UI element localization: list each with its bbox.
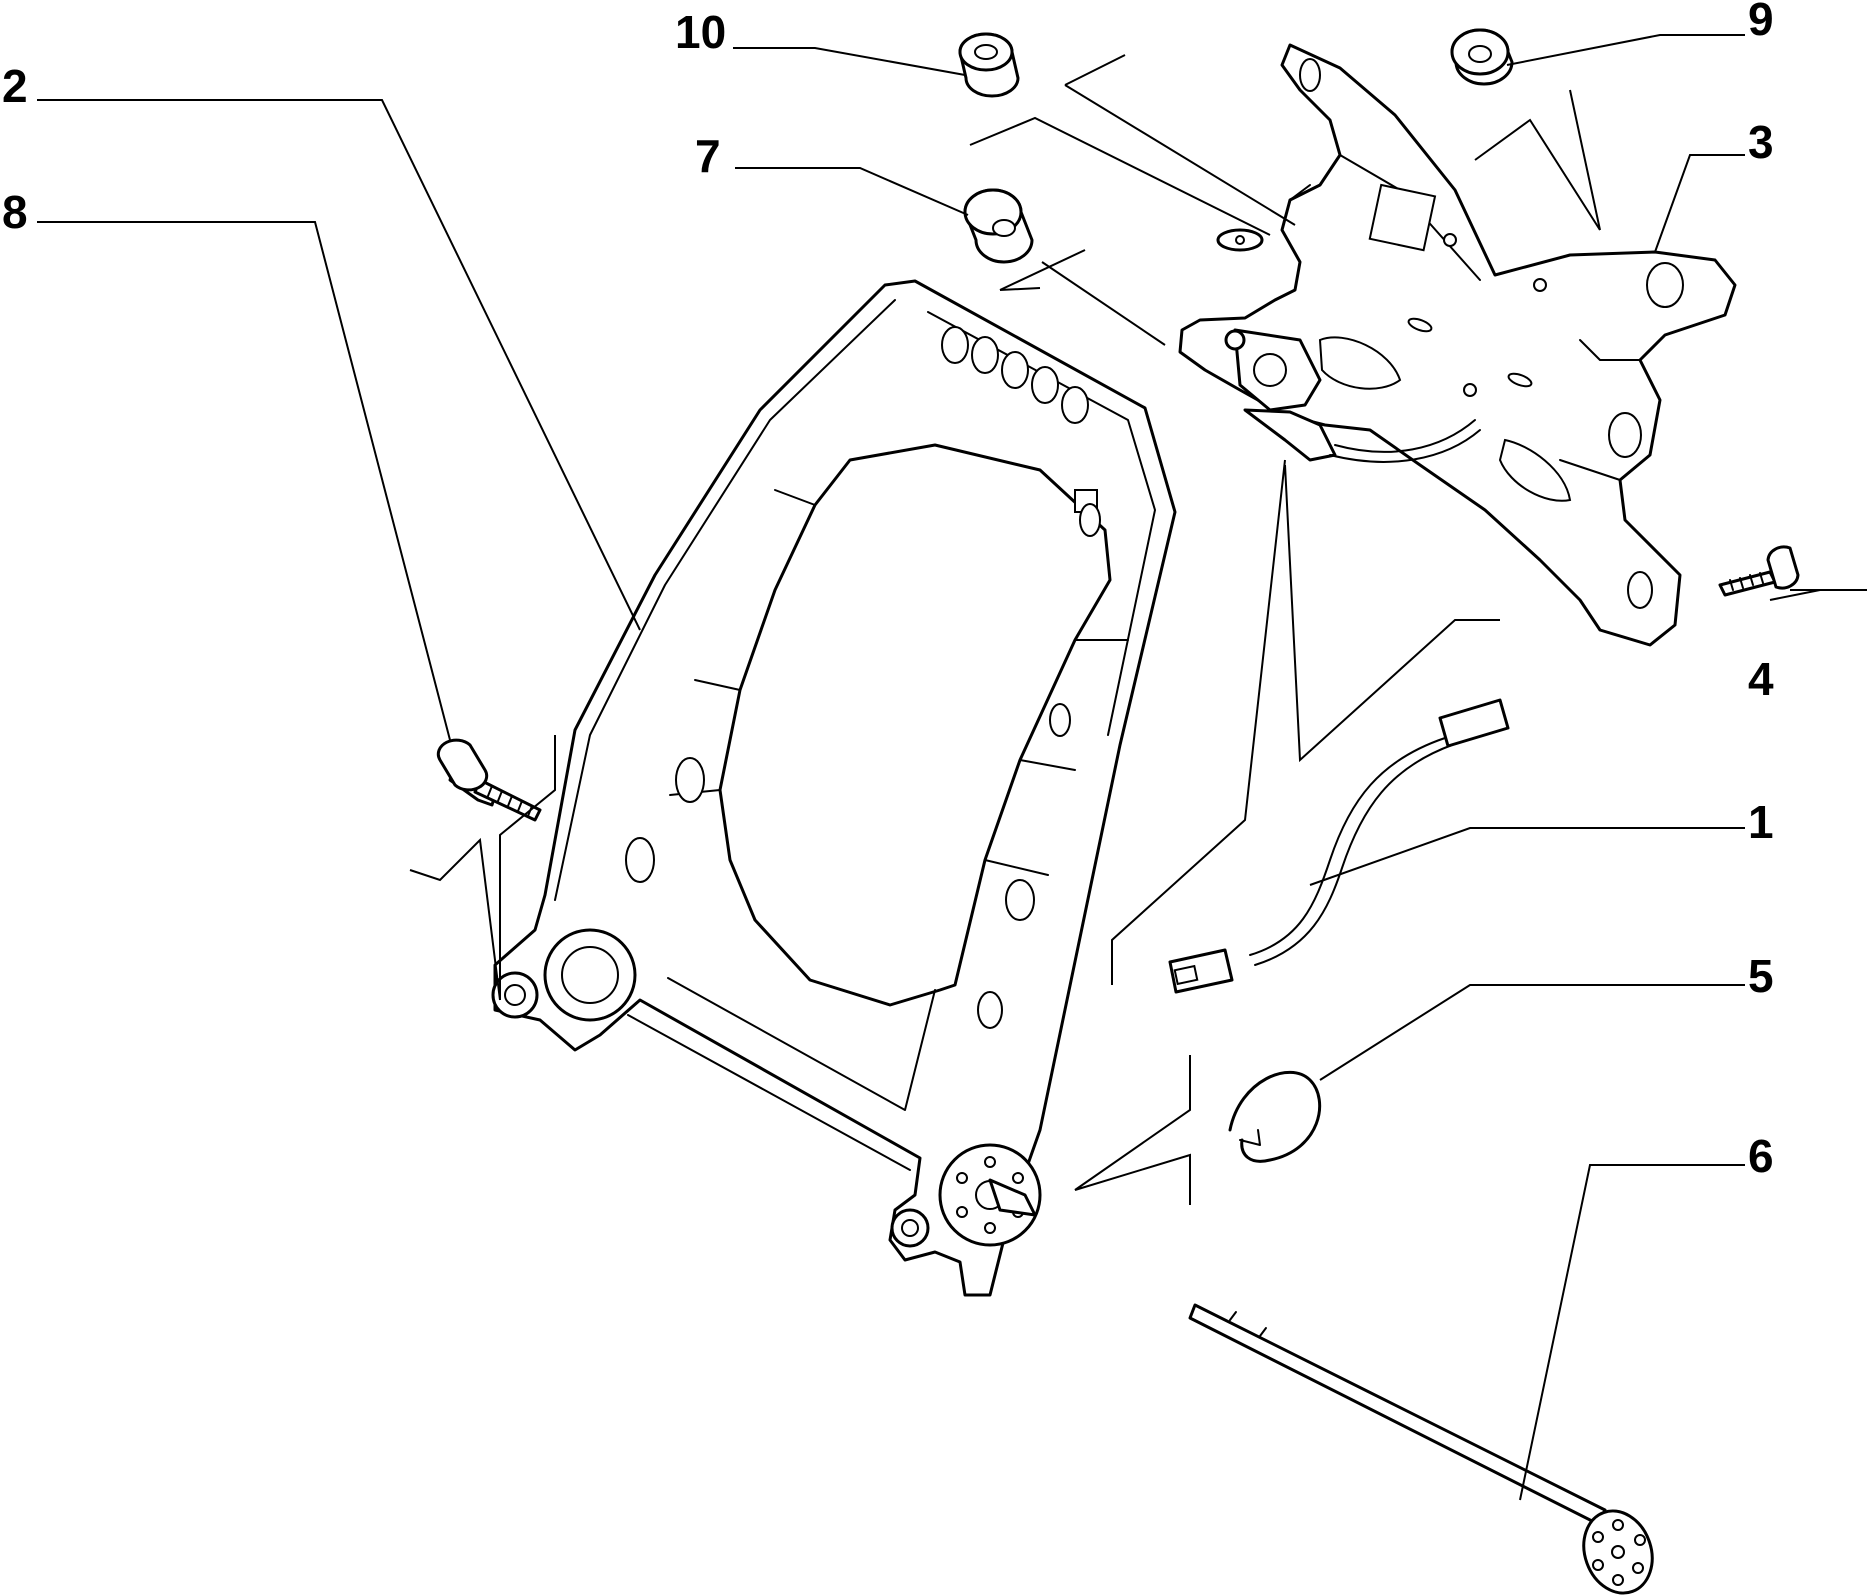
callout-leaders — [37, 34, 1867, 1501]
part-8-bolt — [436, 738, 542, 822]
part-5-spring-clip — [1228, 1070, 1322, 1163]
part-6-connecting-rod — [1188, 1303, 1654, 1595]
part-3-side-plate — [1178, 43, 1737, 647]
callout-5: 5 — [1748, 950, 1774, 1002]
callout-labels: 10 9 2 3 7 8 4 1 5 6 — [2, 0, 1774, 1182]
callout-3: 3 — [1748, 116, 1774, 168]
callout-9: 9 — [1748, 0, 1774, 45]
part-10-bushing — [958, 32, 1020, 98]
callout-6: 6 — [1748, 1130, 1774, 1182]
callout-8: 8 — [2, 186, 28, 238]
part-1-wiring-harness — [1168, 698, 1510, 994]
part-4-bolt — [1718, 545, 1800, 597]
callout-1: 1 — [1748, 796, 1774, 848]
part-2-seat-frame — [491, 279, 1177, 1297]
part-9-washer — [1450, 28, 1514, 86]
callout-7: 7 — [695, 130, 721, 182]
callout-2: 2 — [2, 60, 28, 112]
callout-10: 10 — [675, 6, 726, 58]
part-7-bushing — [963, 188, 1034, 264]
callout-4: 4 — [1748, 653, 1774, 705]
assembly-guide-lines — [409, 54, 1601, 1205]
